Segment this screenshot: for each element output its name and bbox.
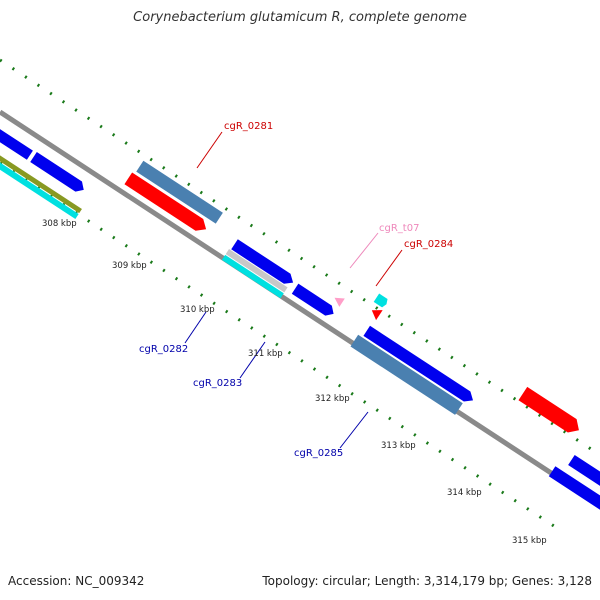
forward-cds-left-2[interactable] bbox=[30, 151, 87, 195]
leader-0283 bbox=[239, 341, 266, 379]
leader-0281 bbox=[196, 131, 223, 169]
gene-label-0282[interactable]: cgR_0282 bbox=[139, 344, 188, 355]
leader-0284 bbox=[375, 249, 403, 287]
genome-summary-text: Topology: circular; Length: 3,314,179 bp… bbox=[262, 574, 592, 588]
kbp-label-314: 314 kbp bbox=[447, 488, 482, 498]
gene-label-0283[interactable]: cgR_0283 bbox=[193, 378, 242, 389]
reverse-cds-0285[interactable] bbox=[350, 334, 463, 415]
olive-feature-left[interactable] bbox=[0, 146, 82, 214]
outer-tick-row bbox=[0, 58, 600, 457]
aqua-marker-0284[interactable] bbox=[373, 293, 390, 309]
leader-0282 bbox=[184, 311, 207, 344]
gene-label-0285[interactable]: cgR_0285 bbox=[294, 448, 343, 459]
forward-cds-0282[interactable] bbox=[231, 239, 296, 287]
gene-label-0284[interactable]: cgR_0284 bbox=[404, 239, 453, 250]
rna-feature-0281[interactable] bbox=[124, 172, 209, 235]
kbp-label-310: 310 kbp bbox=[180, 305, 215, 315]
kbp-label-309: 309 kbp bbox=[112, 261, 147, 271]
reverse-cds-0281[interactable] bbox=[136, 160, 223, 224]
leader-0285 bbox=[339, 411, 369, 449]
grey-feature-0282[interactable] bbox=[225, 249, 288, 293]
trna-marker-t07[interactable] bbox=[332, 294, 345, 307]
kbp-label-311: 311 kbp bbox=[248, 349, 283, 359]
aqua-feature-0282[interactable] bbox=[221, 254, 284, 299]
kbp-label-313: 313 kbp bbox=[381, 441, 416, 451]
map-title: Corynebacterium glutamicum R, complete g… bbox=[133, 10, 467, 25]
gene-label-t07[interactable]: cgR_t07 bbox=[379, 223, 419, 234]
kbp-label-315: 315 kbp bbox=[512, 536, 547, 546]
aqua-feature-left[interactable] bbox=[0, 151, 79, 220]
rna-feature-right[interactable] bbox=[518, 386, 583, 437]
red-marker-0284[interactable] bbox=[369, 305, 383, 321]
kbp-label-312: 312 kbp bbox=[315, 394, 350, 404]
forward-cds-right[interactable] bbox=[568, 454, 600, 502]
forward-cds-right-2[interactable] bbox=[548, 466, 600, 521]
leader-t07 bbox=[349, 232, 379, 269]
inner-tick-row bbox=[0, 161, 561, 532]
gene-label-0281[interactable]: cgR_0281 bbox=[224, 121, 273, 132]
forward-cds-left[interactable] bbox=[0, 123, 33, 160]
genome-backbone bbox=[0, 109, 600, 508]
forward-cds-0285[interactable] bbox=[363, 325, 476, 406]
accession-text: Accession: NC_009342 bbox=[8, 574, 145, 588]
forward-cds-0283[interactable] bbox=[291, 283, 337, 319]
kbp-label-308: 308 kbp bbox=[42, 219, 77, 229]
